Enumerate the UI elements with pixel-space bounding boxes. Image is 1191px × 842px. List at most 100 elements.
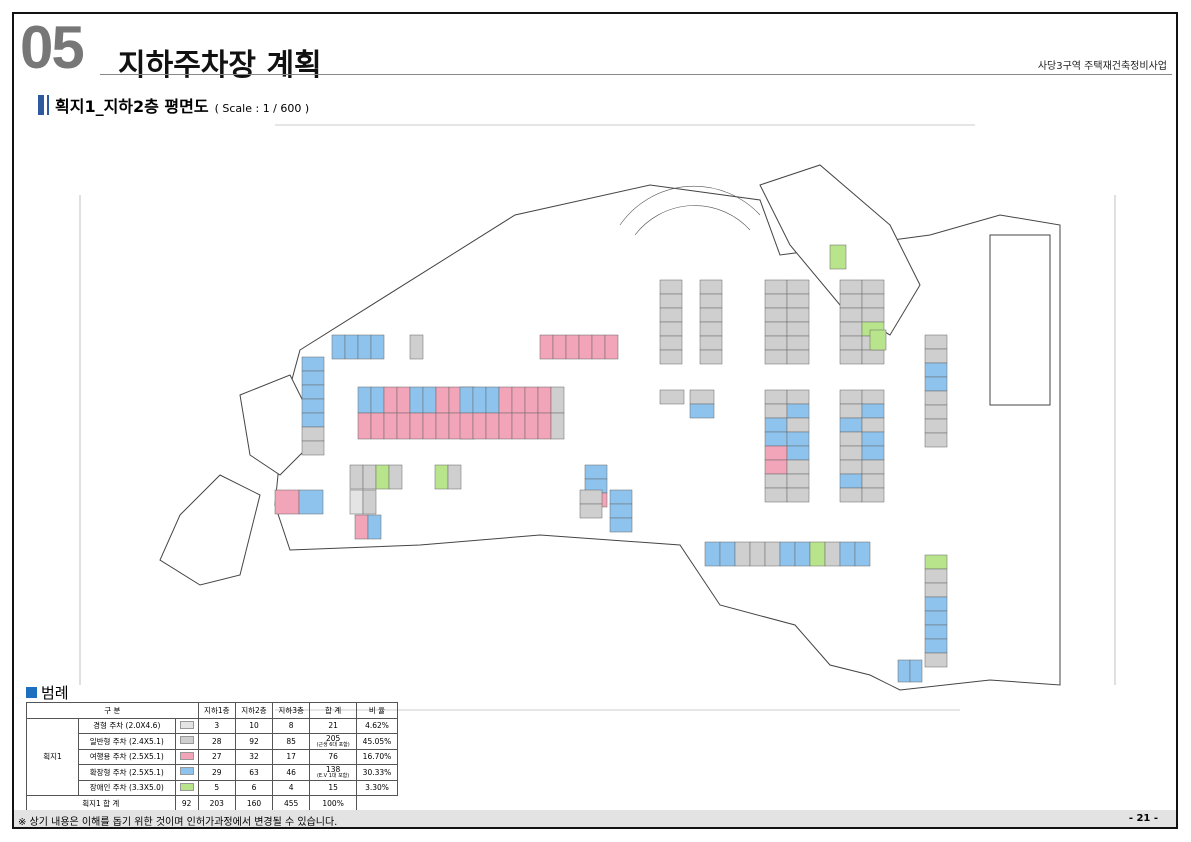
parking-stall (824, 541, 841, 567)
parking-stall (689, 403, 715, 419)
parking-stall (659, 293, 683, 309)
table-header-row: 구 분 지하1층 지하2층 지하3층 합 계 비 율 (26, 702, 399, 719)
parking-stall (298, 489, 324, 515)
parking-stall (861, 417, 885, 433)
parking-stall (829, 244, 847, 270)
parking-stall (485, 412, 500, 440)
parking-stall (924, 362, 948, 378)
parking-stall (839, 279, 863, 295)
parking-stall (869, 329, 887, 351)
title-divider (100, 74, 1172, 75)
parking-stall (357, 334, 372, 360)
parking-stall (659, 335, 683, 351)
parking-stall (301, 426, 325, 442)
parking-stall (537, 386, 552, 414)
parking-stall (354, 514, 369, 540)
parking-stall (764, 417, 788, 433)
parking-stall (924, 432, 948, 448)
parking-stall (786, 293, 810, 309)
parking-stall (924, 404, 948, 420)
parking-stall (659, 389, 685, 405)
parking-stall (584, 464, 608, 480)
parking-stall (609, 489, 633, 505)
parking-stall (434, 464, 449, 490)
parking-stall (764, 403, 788, 419)
swatch-icon (179, 720, 194, 729)
swatch-icon (179, 782, 194, 791)
parking-stall (459, 386, 474, 414)
parking-stall (552, 334, 567, 360)
parking-stall (578, 334, 593, 360)
parking-stall (699, 321, 723, 337)
parking-stall (331, 334, 346, 360)
parking-stall (409, 334, 424, 360)
plan-subtitle: 획지1_지하2층 평면도 ( Scale : 1 / 600 ) (38, 93, 309, 117)
parking-stall (301, 370, 325, 386)
parking-stall (764, 541, 781, 567)
parking-stall (659, 349, 683, 365)
parking-stall (349, 489, 364, 515)
project-name: 사당3구역 주택재건축정비사업 (1037, 61, 1167, 72)
parking-stall (362, 489, 377, 515)
parking-stall (786, 417, 810, 433)
parking-stall (861, 431, 885, 447)
parking-stall (786, 349, 810, 365)
parking-stall (861, 307, 885, 323)
parking-stall (839, 349, 863, 365)
parking-stall (786, 459, 810, 475)
parking-stall (924, 390, 948, 406)
parking-stall (357, 412, 372, 440)
parking-stall (375, 464, 390, 490)
parking-stall (924, 418, 948, 434)
plan-scale: ( Scale : 1 / 600 ) (214, 102, 310, 115)
parking-stall (579, 503, 603, 519)
parking-stall (924, 638, 948, 654)
parking-stall (301, 384, 325, 400)
parking-stall (435, 386, 450, 414)
parking-stall (524, 412, 539, 440)
parking-stall (591, 334, 606, 360)
legend-heading: 범례 (26, 682, 69, 703)
parking-stall (924, 568, 948, 584)
parking-stall (764, 459, 788, 475)
parking-stall (786, 403, 810, 419)
parking-stall (764, 279, 788, 295)
parking-stall (604, 334, 619, 360)
parking-stall (764, 335, 788, 351)
parking-stall (924, 624, 948, 640)
parking-stall (550, 412, 565, 440)
parking-stall (764, 431, 788, 447)
parking-stall (924, 596, 948, 612)
parking-stall (704, 541, 721, 567)
subtitle-marker (38, 95, 44, 115)
parking-stall (301, 412, 325, 428)
parking-stall (699, 279, 723, 295)
parking-stall (609, 503, 633, 519)
parking-stall (786, 473, 810, 489)
parking-stall (924, 582, 948, 598)
parking-stall (924, 652, 948, 668)
parking-stall (839, 403, 863, 419)
parking-stall (388, 464, 403, 490)
parking-stall (861, 279, 885, 295)
parking-stall (749, 541, 766, 567)
parking-stall (839, 293, 863, 309)
parking-stall (301, 356, 325, 372)
parking-stall (839, 431, 863, 447)
parking-stall (699, 335, 723, 351)
parking-stall (786, 321, 810, 337)
parking-stall (861, 389, 885, 405)
parking-stall (370, 386, 385, 414)
parking-stall (839, 445, 863, 461)
parking-stall (370, 334, 385, 360)
parking-stall (435, 412, 450, 440)
parking-stall (924, 348, 948, 364)
swatch-icon (179, 767, 194, 776)
parking-stall (422, 412, 437, 440)
parking-stall (357, 386, 372, 414)
parking-stall (794, 541, 811, 567)
legend-marker-icon (26, 687, 37, 698)
swatch-icon (179, 736, 194, 745)
parking-stall (764, 307, 788, 323)
